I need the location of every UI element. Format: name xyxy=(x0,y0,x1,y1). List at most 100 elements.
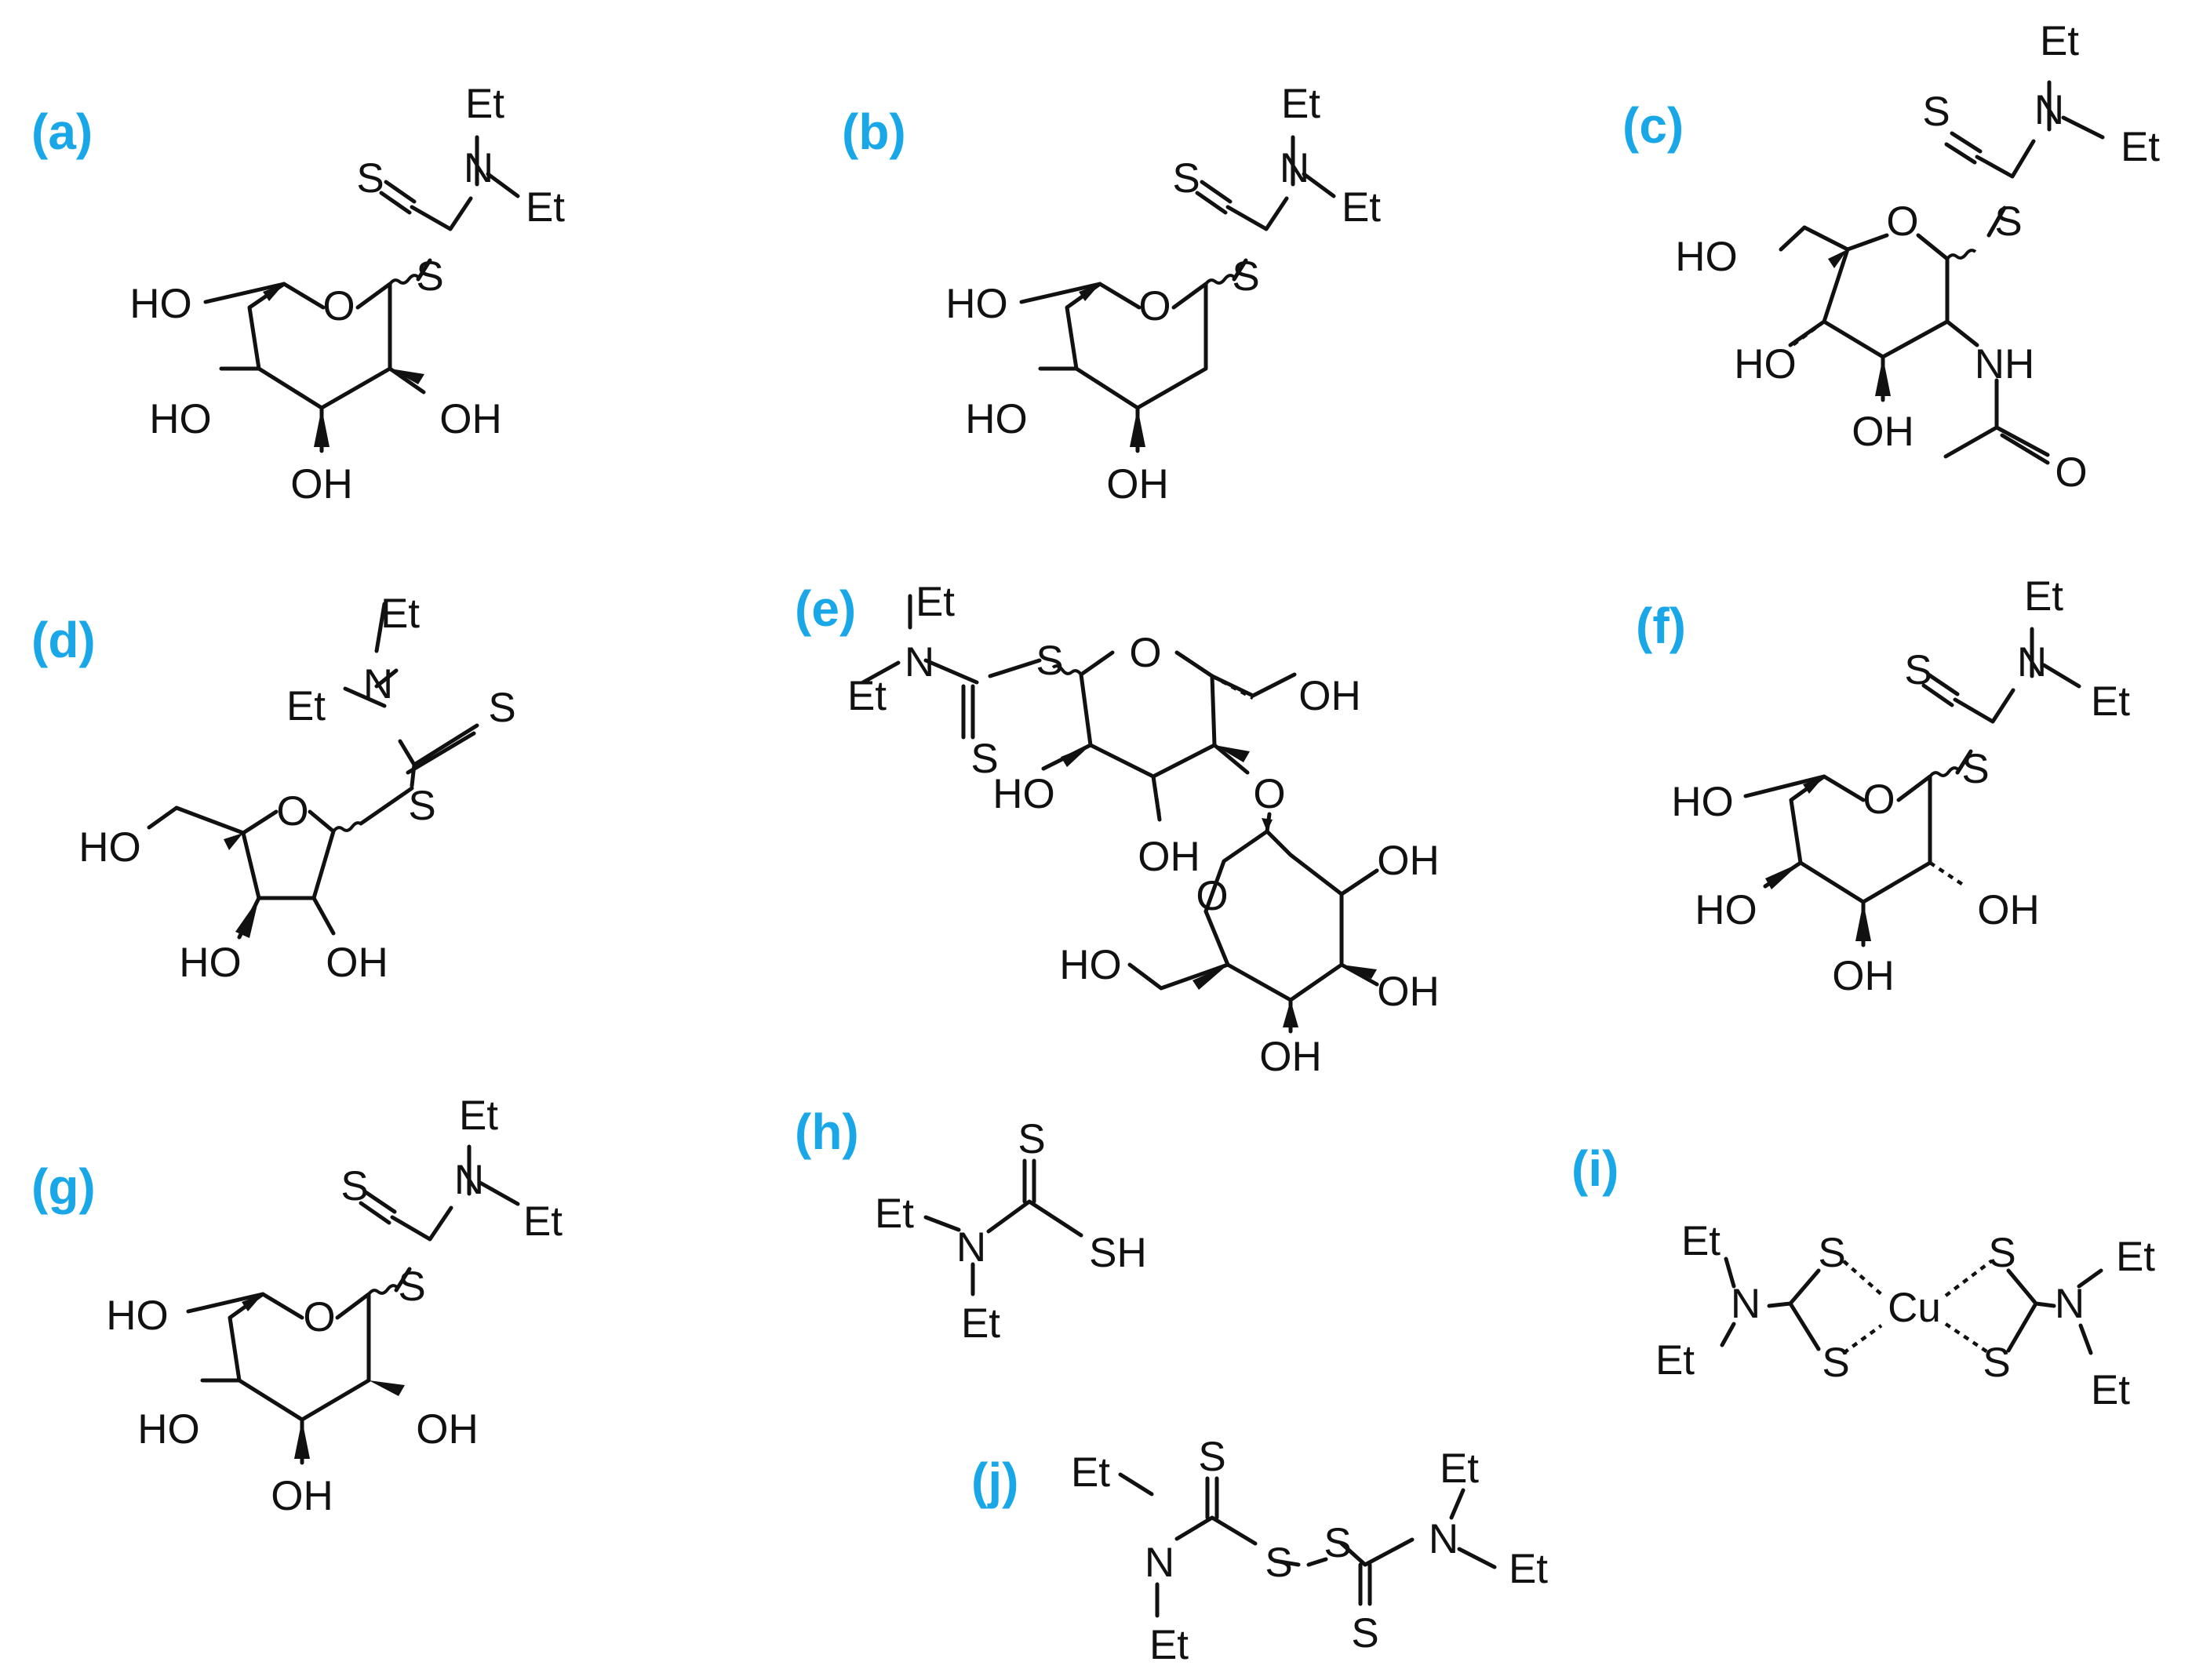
atom-s-2: S xyxy=(1324,1520,1351,1566)
atom-ho-c4: HO xyxy=(1695,887,1757,933)
atom-et-2: Et xyxy=(526,184,565,231)
atom-s-1: S xyxy=(1265,1540,1292,1586)
structure-a: (a) O S S N Et Et HO HO OH OH xyxy=(31,81,565,507)
atom-o-glyco: O xyxy=(1253,771,1285,817)
atom-et-1: Et xyxy=(875,1191,914,1237)
atom-n-1: N xyxy=(1731,1281,1761,1327)
atom-oh-c3: OH xyxy=(271,1473,333,1519)
structure-f: (f) O S S N Et Et HO HO OH OH xyxy=(1636,573,2130,999)
atom-et-2: Et xyxy=(2091,678,2130,725)
structure-e: (e) O OH HO OH O O OH HO OH OH S S N Et … xyxy=(795,579,1440,1080)
atom-o-ring: O xyxy=(1886,198,1918,245)
atom-et-1: Et xyxy=(2040,18,2079,64)
atom-n: N xyxy=(956,1224,986,1271)
atom-oh-c2: OH xyxy=(439,396,502,442)
atom-et-3: Et xyxy=(2116,1234,2155,1280)
panel-label-d: (d) xyxy=(31,612,96,668)
atom-oh-c3: OH xyxy=(1106,461,1169,507)
atom-n-2: N xyxy=(1429,1516,1458,1562)
atom-n: N xyxy=(1280,145,1309,191)
atom-et-1: Et xyxy=(1281,81,1320,127)
atom-ho-c4: HO xyxy=(1734,341,1797,387)
panel-label-f: (f) xyxy=(1636,598,1686,654)
atom-et-2: Et xyxy=(1655,1337,1695,1384)
atom-o-ring: O xyxy=(303,1294,335,1340)
atom-s-1: S xyxy=(1818,1230,1845,1276)
atom-n: N xyxy=(905,639,934,685)
atom-ho-c6: HO xyxy=(945,281,1008,327)
atom-o-ring: O xyxy=(322,283,355,329)
atom-n-2: N xyxy=(2055,1281,2085,1327)
atom-et-4: Et xyxy=(2091,1367,2130,1413)
atom-o-ring-1: O xyxy=(1129,630,1161,676)
atom-sh: SH xyxy=(1089,1230,1147,1276)
structure-b: (b) O S S N Et Et HO HO OH xyxy=(842,81,1381,507)
atom-s-link: S xyxy=(1961,746,1989,792)
atom-n: N xyxy=(454,1157,484,1203)
atom-et-2: Et xyxy=(523,1198,563,1245)
atom-n-1: N xyxy=(1145,1540,1174,1586)
atom-oh-c4b: OH xyxy=(1377,969,1440,1015)
panel-label-g: (g) xyxy=(31,1158,96,1215)
atom-oh-c3: OH xyxy=(1852,409,1914,455)
atom-oh-c3: OH xyxy=(290,461,353,507)
atom-ho-c6: HO xyxy=(106,1293,169,1339)
atom-oh-c2: OH xyxy=(416,1406,479,1453)
atom-et-2: Et xyxy=(286,683,326,729)
atom-s-thione: S xyxy=(488,685,515,731)
atom-s-thione: S xyxy=(1018,1116,1045,1162)
structure-d: (d) O S S N Et Et HO HO OH xyxy=(31,591,516,986)
panel-label-b: (b) xyxy=(842,104,906,160)
atom-et-2: Et xyxy=(847,673,887,719)
atom-et-2: Et xyxy=(1149,1622,1189,1668)
atom-oh-c3b: OH xyxy=(1259,1034,1322,1080)
atom-s-link: S xyxy=(1994,198,2022,245)
atom-s-thione-1: S xyxy=(1198,1434,1225,1480)
atom-oh-c3: OH xyxy=(1138,834,1200,880)
structure-j: (j) Et N Et S S S S N Et Et xyxy=(971,1434,1548,1668)
atom-s-thione: S xyxy=(356,155,384,202)
atom-cu: Cu xyxy=(1888,1285,1941,1331)
panel-label-i: (i) xyxy=(1571,1140,1619,1197)
panel-label-h: (h) xyxy=(795,1104,859,1160)
atom-o-ring: O xyxy=(276,788,308,835)
atom-et-1: Et xyxy=(381,591,420,637)
atom-et-2: Et xyxy=(1342,184,1381,231)
atom-s-link: S xyxy=(416,253,443,300)
atom-n: N xyxy=(2034,87,2064,133)
atom-o-ring: O xyxy=(1863,776,1895,823)
atom-n: N xyxy=(464,145,493,191)
atom-ho-c3: HO xyxy=(179,940,242,986)
atom-s-thione: S xyxy=(970,736,998,782)
panel-label-j: (j) xyxy=(971,1453,1018,1509)
atom-s-thione: S xyxy=(340,1163,368,1209)
atom-ho-c4: HO xyxy=(137,1406,200,1453)
atom-s-thione-2: S xyxy=(1351,1610,1378,1656)
atom-s-link: S xyxy=(1232,253,1259,300)
atom-ho-c6: HO xyxy=(129,281,192,327)
atom-et-4: Et xyxy=(1509,1546,1548,1592)
atom-oh-c2b: OH xyxy=(1377,838,1440,884)
atom-s-link: S xyxy=(1036,638,1063,684)
atom-ho-c6: HO xyxy=(1671,779,1734,825)
structure-g: (g) O S S N Et Et HO HO OH OH xyxy=(31,1093,563,1519)
atom-n: N xyxy=(363,661,393,707)
atom-et-1: Et xyxy=(2024,573,2063,620)
atom-et-2: Et xyxy=(2121,124,2160,170)
atom-et-3: Et xyxy=(1440,1445,1479,1492)
structure-h: (h) S SH N Et Et xyxy=(795,1104,1147,1347)
atom-et-1: Et xyxy=(1681,1218,1721,1264)
panel-label-c: (c) xyxy=(1622,97,1684,154)
atom-o-ring-2: O xyxy=(1196,873,1228,919)
atom-ho-c4: HO xyxy=(149,396,212,442)
atom-oh-c6: OH xyxy=(1298,673,1361,719)
atom-et-1: Et xyxy=(459,1093,498,1139)
atom-s-2: S xyxy=(1822,1340,1849,1386)
atom-s-thione: S xyxy=(1904,647,1932,693)
structure-i: (i) Et N Et S S Cu S S N Et Et xyxy=(1571,1140,2155,1413)
atom-ho-c5: HO xyxy=(78,824,141,871)
atom-ho-c6b: HO xyxy=(1059,942,1122,988)
atom-ho-c4: HO xyxy=(965,396,1028,442)
atom-oh-c3: OH xyxy=(1832,953,1895,999)
